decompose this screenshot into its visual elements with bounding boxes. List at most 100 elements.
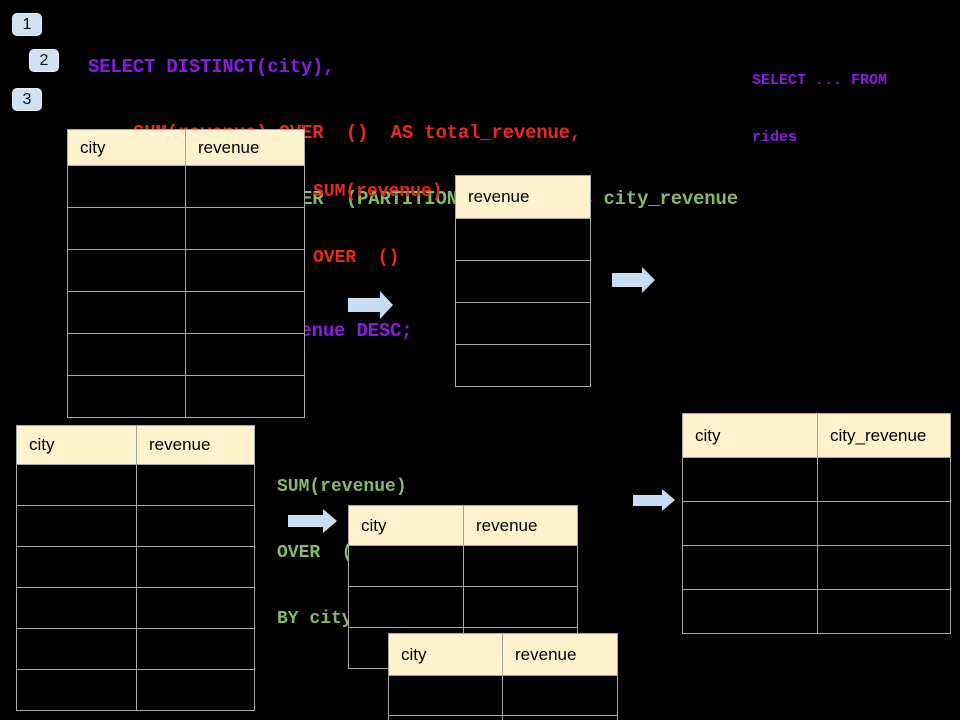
side-note-select-from-rides: SELECT ... FROM rides [752, 33, 887, 185]
table-cell-empty [455, 260, 591, 303]
table-cell-empty [67, 207, 186, 250]
label-partition-line1: SUM(revenue) [277, 477, 407, 497]
column-header-revenue: revenue [502, 633, 618, 676]
table-row [682, 501, 951, 546]
table-row [67, 165, 305, 208]
table-row [67, 249, 305, 292]
data-table: revenue [455, 175, 591, 387]
table-row [16, 587, 255, 629]
table-header-row: revenue [455, 175, 591, 219]
table-cell-empty [817, 457, 951, 502]
table-row [388, 715, 618, 720]
table-row [455, 260, 591, 303]
table-cell-empty [185, 249, 305, 292]
table-row [16, 669, 255, 711]
table-cell-empty [67, 165, 186, 208]
arrow-right-icon [633, 489, 675, 512]
table-cell-empty [682, 545, 818, 590]
table-cell-empty [67, 333, 186, 376]
arrow-shaft [288, 515, 324, 527]
column-header-revenue: revenue [136, 425, 255, 465]
table-cell-empty [817, 545, 951, 590]
table-cell-empty [136, 628, 255, 670]
arrow-head [323, 509, 337, 533]
table-cell-empty [682, 501, 818, 546]
column-header-city_revenue: city_revenue [817, 413, 951, 458]
table-cell-empty [348, 545, 464, 587]
column-header-revenue: revenue [455, 175, 591, 219]
table-cell-empty [463, 586, 578, 628]
table-total-revenue: revenue [455, 175, 591, 387]
table-cell-empty [185, 207, 305, 250]
table-row [388, 675, 618, 716]
arrow-right-icon [612, 267, 655, 293]
table-cell-empty [136, 505, 255, 547]
table-cell-empty [136, 587, 255, 629]
table-cell-empty [455, 218, 591, 261]
column-header-revenue: revenue [463, 505, 578, 546]
table-cell-empty [502, 675, 618, 716]
table-cell-empty [388, 715, 503, 720]
step-badge-2: 2 [29, 49, 59, 72]
column-header-city: city [682, 413, 818, 458]
label-sum-over-total: SUM(revenue) OVER () [313, 137, 443, 313]
table-cell-empty [67, 375, 186, 418]
table-row [455, 344, 591, 387]
table-row [16, 546, 255, 588]
table-row [67, 207, 305, 250]
table-cell-empty [67, 291, 186, 334]
table-row [16, 464, 255, 506]
table-cell-empty [185, 165, 305, 208]
column-header-city: city [348, 505, 464, 546]
column-header-city: city [67, 129, 186, 166]
table-cell-empty [348, 586, 464, 628]
arrow-right-icon [348, 291, 393, 319]
table-row [682, 545, 951, 590]
table-row [682, 589, 951, 634]
side-note-line2: rides [752, 129, 798, 146]
table-cell-empty [136, 669, 255, 711]
arrow-head [380, 291, 393, 319]
table-cell-empty [388, 675, 503, 716]
table-row [67, 291, 305, 334]
table-row [455, 302, 591, 345]
table-cell-empty [16, 464, 137, 506]
table-row [16, 628, 255, 670]
table-cell-empty [455, 302, 591, 345]
table-row [348, 586, 578, 628]
column-header-city: city [388, 633, 503, 676]
label-total-line1: SUM(revenue) [313, 182, 443, 202]
sql-line-select: SELECT DISTINCT(city), [88, 56, 335, 78]
table-row [455, 218, 591, 261]
table-cell-empty [455, 344, 591, 387]
table-row [16, 505, 255, 547]
arrow-shaft [612, 273, 643, 287]
table-cell-empty [185, 333, 305, 376]
table-cell-empty [136, 546, 255, 588]
table-cell-empty [16, 546, 137, 588]
table-cell-empty [16, 669, 137, 711]
table-cell-empty [185, 375, 305, 418]
table-cell-empty [16, 628, 137, 670]
table-cell-empty [817, 589, 951, 634]
step-badge-3: 3 [12, 88, 42, 111]
column-header-revenue: revenue [185, 129, 305, 166]
arrow-right-icon [288, 509, 337, 533]
table-row [67, 375, 305, 418]
table-cell-empty [185, 291, 305, 334]
step-badge-1: 1 [12, 13, 42, 36]
table-cell-empty [682, 589, 818, 634]
table-cell-empty [682, 457, 818, 502]
